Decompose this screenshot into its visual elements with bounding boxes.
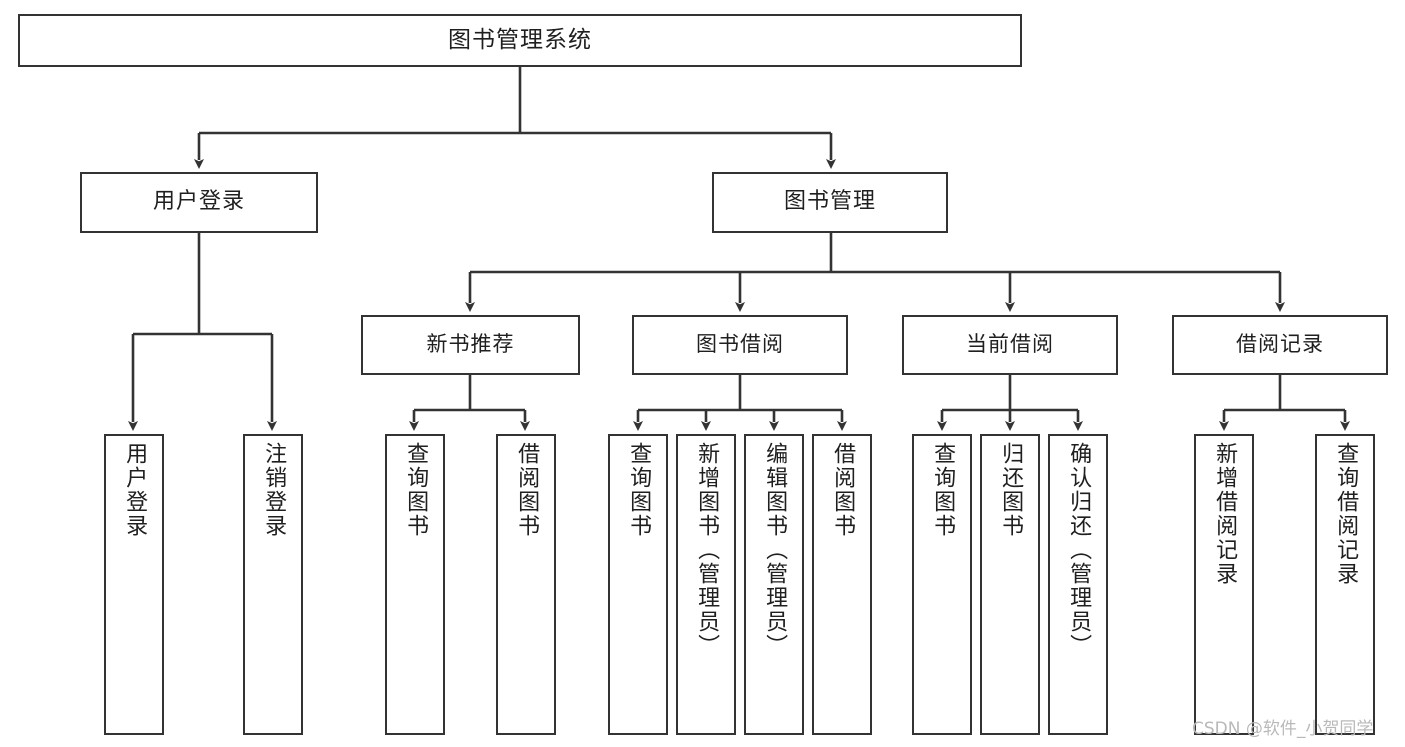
node-label: 用户登录 [122,442,148,538]
leaf-query-borrow-record[interactable]: 查询借阅记录 [1315,434,1375,735]
node-label: 借阅记录 [1236,332,1324,357]
leaf-query-book-current[interactable]: 查询图书 [912,434,972,735]
node-borrow-record[interactable]: 借阅记录 [1172,315,1388,375]
node-label: 借阅图书 [830,442,856,538]
node-new-book-recommend[interactable]: 新书推荐 [361,315,580,375]
leaf-confirm-return-admin[interactable]: 确认归还（管理员） [1048,434,1108,735]
node-label: 注销登录 [261,442,287,538]
node-label: 用户登录 [152,189,245,215]
leaf-logout-login[interactable]: 注销登录 [243,434,303,735]
node-book-management[interactable]: 图书管理 [712,172,948,233]
node-label: 借阅图书 [514,442,540,538]
leaf-query-book-recommend[interactable]: 查询图书 [385,434,445,735]
node-label: 新增借阅记录 [1212,442,1238,586]
leaf-return-book[interactable]: 归还图书 [980,434,1040,735]
leaf-add-borrow-record[interactable]: 新增借阅记录 [1194,434,1254,735]
leaf-edit-book-admin[interactable]: 编辑图书（管理员） [744,434,804,735]
node-label: 图书管理系统 [448,26,592,53]
node-label: 图书管理 [783,189,876,215]
node-label: 查询图书 [403,442,429,538]
node-label: 新书推荐 [426,332,515,357]
node-label: 当前借阅 [966,332,1054,357]
node-label: 确认归还（管理员） [1066,442,1092,658]
node-label: 新增图书（管理员） [694,442,720,658]
node-label: 归还图书 [998,442,1024,538]
node-label: 编辑图书（管理员） [762,442,788,658]
leaf-add-book-admin[interactable]: 新增图书（管理员） [676,434,736,735]
leaf-user-login[interactable]: 用户登录 [104,434,164,735]
node-label: 图书借阅 [696,332,784,357]
watermark-text: CSDN @软件_小贺同学 [1192,719,1374,739]
leaf-query-book-borrow[interactable]: 查询图书 [608,434,668,735]
leaf-borrow-book[interactable]: 借阅图书 [812,434,872,735]
node-book-borrow[interactable]: 图书借阅 [632,315,848,375]
node-root-book-management-system[interactable]: 图书管理系统 [18,14,1022,67]
node-label: 查询借阅记录 [1333,442,1359,586]
node-current-borrow[interactable]: 当前借阅 [902,315,1118,375]
node-user-login[interactable]: 用户登录 [80,172,318,233]
node-label: 查询图书 [626,442,652,538]
leaf-borrow-book-recommend[interactable]: 借阅图书 [496,434,556,735]
node-label: 查询图书 [930,442,956,538]
